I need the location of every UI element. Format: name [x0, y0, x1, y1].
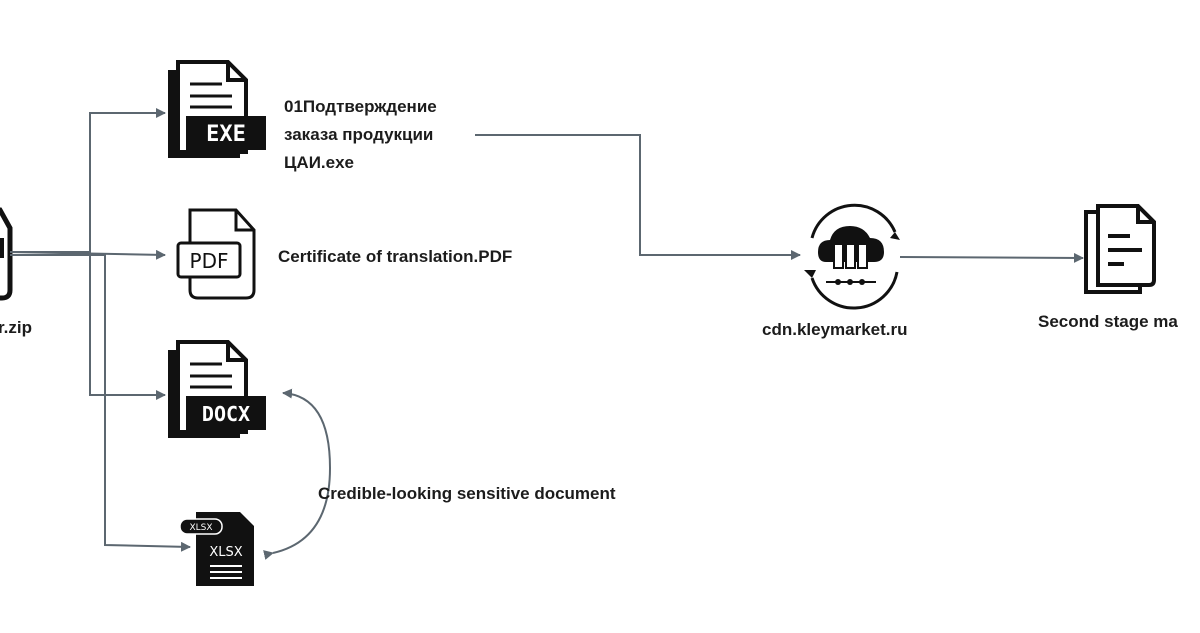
pdf-file-icon: PDF	[176, 208, 256, 300]
server-label: cdn.kleymarket.ru	[762, 320, 908, 339]
exe-badge-text: EXE	[206, 122, 246, 147]
xlsx-file-icon: XLSX XLSX	[179, 512, 254, 586]
exe-label-line-3: ЦАИ.exe	[284, 153, 355, 172]
arrow-zip-to-pdf	[9, 249, 166, 260]
arrow-exe-to-server	[475, 134, 801, 260]
exe-label-line-2: заказа продукции	[284, 125, 434, 144]
cloud-server-icon	[804, 203, 900, 310]
exe-label-line-1: 01Подтверждение	[284, 97, 437, 116]
docx-file-icon: DOCX	[168, 340, 266, 438]
arrow-docx-xlsx-relation	[263, 388, 332, 560]
arrow-zip-to-xlsx	[10, 254, 191, 552]
documents-icon	[1084, 204, 1156, 294]
zip-connectors	[9, 108, 191, 552]
annotation-label: Credible-looking sensitive document	[318, 484, 616, 503]
docx-badge-text: DOCX	[202, 402, 250, 426]
arrow-zip-to-docx	[89, 252, 166, 400]
zip-label: r.zip	[0, 318, 33, 337]
exe-file-icon: EXE	[168, 60, 266, 158]
pdf-badge-text: PDF	[190, 249, 229, 273]
xlsx-badge-text: XLSX	[209, 545, 242, 560]
stage2-label: Second stage ma	[1038, 312, 1178, 331]
pdf-label: Certificate of translation.PDF	[278, 247, 513, 266]
xlsx-small-badge-text: XLSX	[189, 523, 212, 533]
arrow-server-to-stage2	[899, 252, 1084, 263]
zip-archive-icon	[0, 207, 13, 301]
arrow-zip-to-exe	[10, 108, 166, 253]
exe-label: 01Подтверждение заказа продукции ЦАИ.exe	[284, 93, 437, 177]
